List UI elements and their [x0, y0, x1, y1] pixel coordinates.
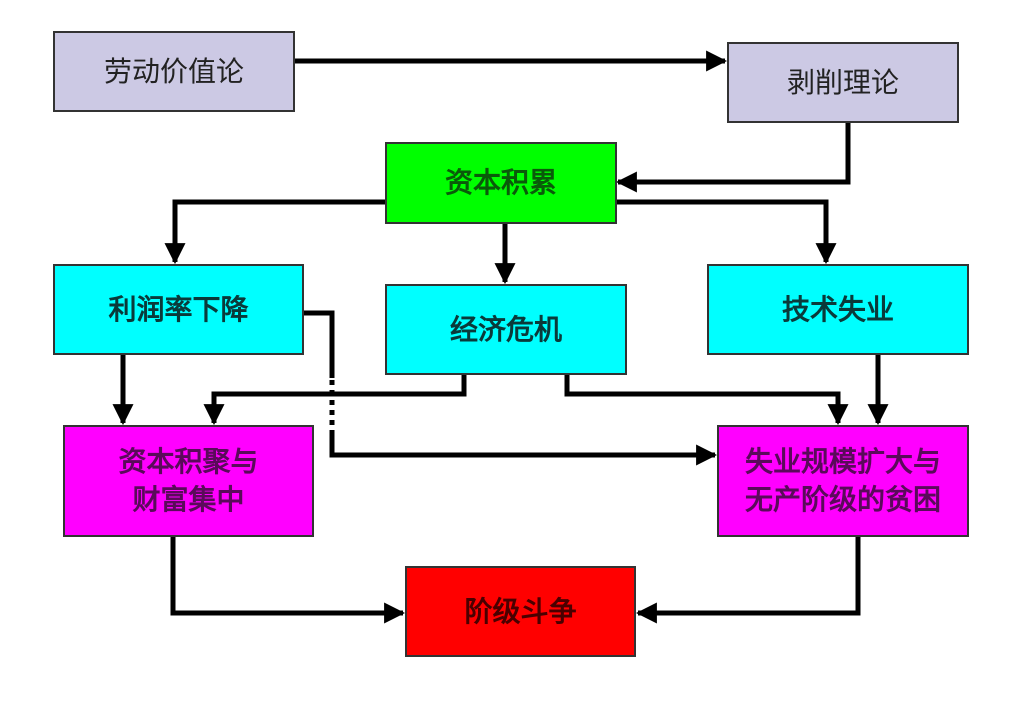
node-labor-value-theory: 劳动价值论	[53, 31, 295, 112]
edge-accumulation-to-tech-unemployment	[616, 199, 837, 265]
node-label: 利润率下降	[108, 292, 249, 326]
node-unemployment-poverty: 失业规模扩大与 无产阶级的贫困	[717, 425, 969, 537]
node-label: 资本积累	[444, 166, 557, 199]
node-label: 剥削理论	[786, 65, 899, 99]
node-label: 经济危机	[449, 312, 562, 346]
node-label: 资本积聚与 财富集中	[118, 445, 259, 516]
node-economic-crisis: 经济危机	[385, 284, 627, 375]
node-class-struggle: 阶级斗争	[405, 566, 636, 657]
edge-profit-fall-to-unemployment-b	[329, 433, 718, 466]
edge-profit-fall-to-unemployment-a	[304, 310, 335, 378]
edge-exploitation-to-accumulation	[615, 123, 851, 193]
edge-crisis-to-unemployment	[564, 375, 849, 426]
node-label: 技术失业	[781, 292, 894, 326]
node-capital-accumulation: 资本积累	[385, 142, 617, 224]
edge-crisis-to-wealth	[203, 375, 467, 426]
edge-wealth-to-struggle	[170, 537, 406, 624]
edge-unemployment-to-struggle	[635, 537, 861, 624]
node-profit-rate-fall: 利润率下降	[53, 264, 304, 355]
node-label: 阶级斗争	[464, 594, 577, 628]
node-tech-unemployment: 技术失业	[707, 264, 969, 355]
node-label: 失业规模扩大与 无产阶级的贫困	[744, 445, 941, 516]
edge-accumulation-to-profit-fall	[164, 199, 385, 265]
node-wealth-concentration: 资本积聚与 财富集中	[63, 425, 314, 537]
node-label: 劳动价值论	[103, 54, 244, 88]
node-exploitation-theory: 剥削理论	[727, 42, 959, 123]
